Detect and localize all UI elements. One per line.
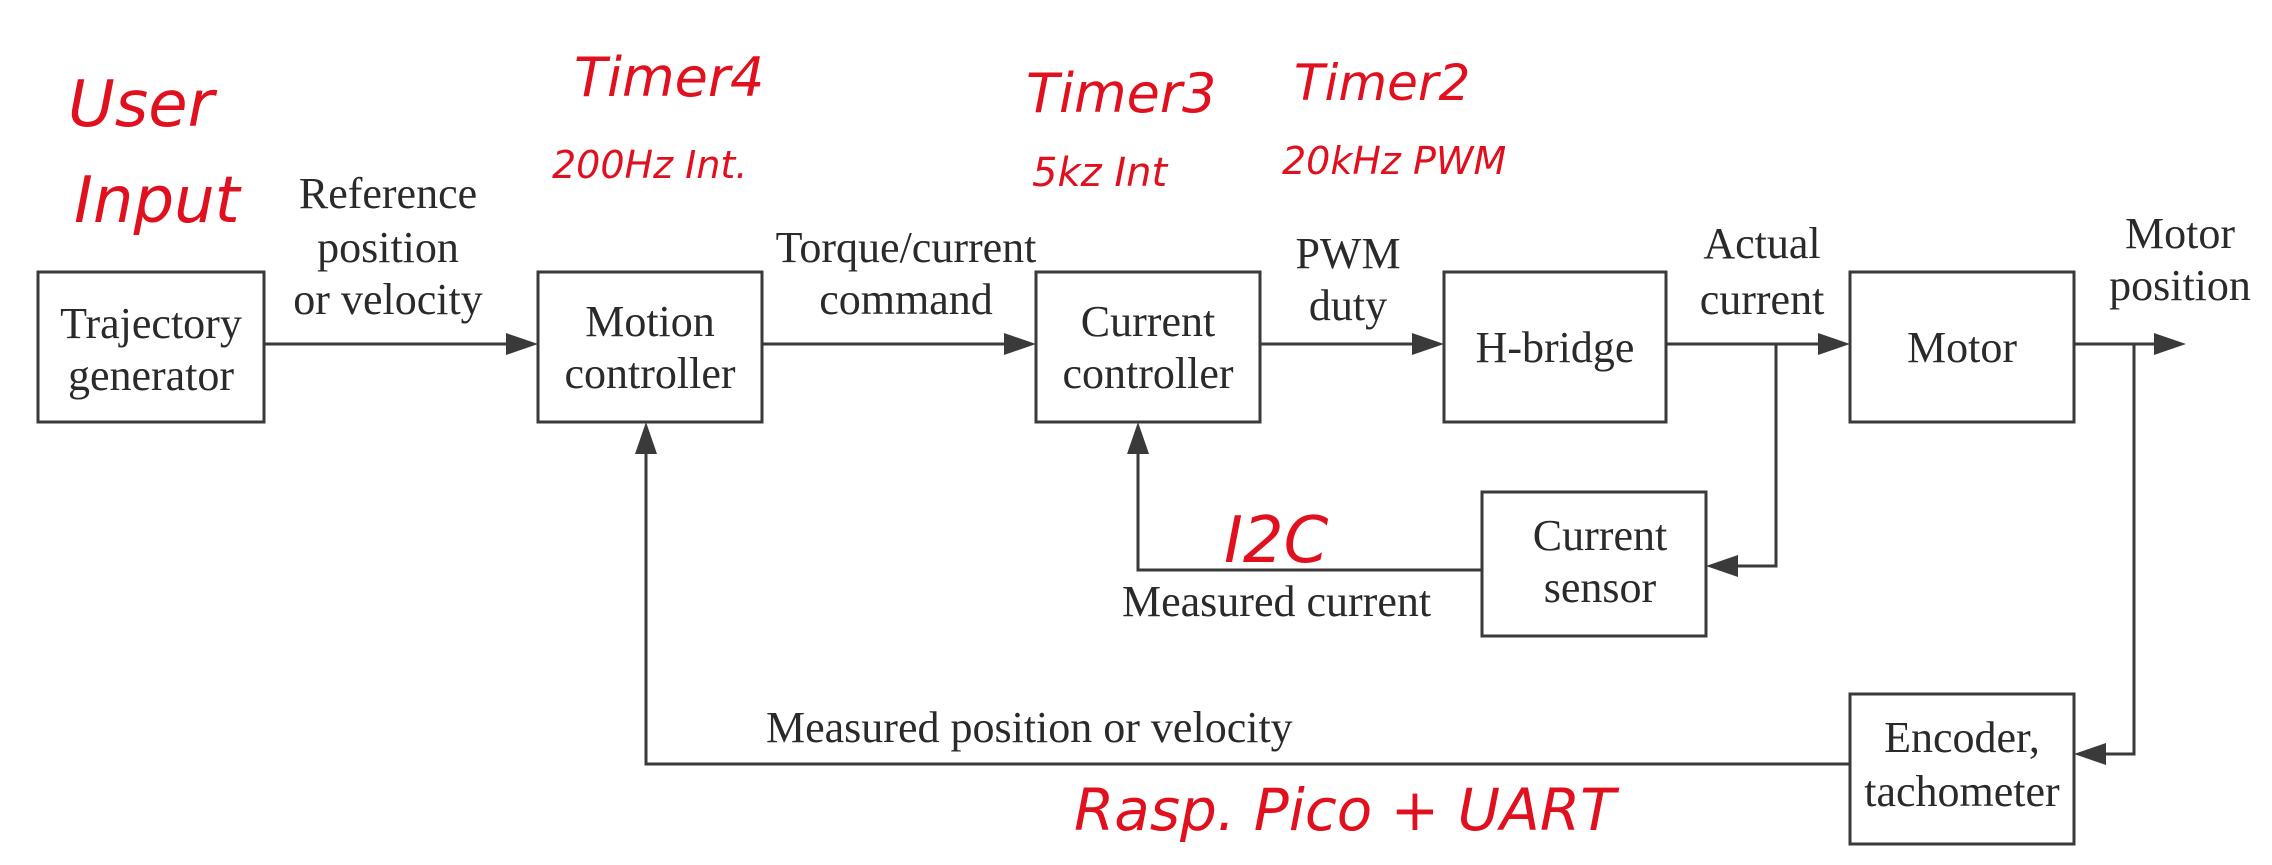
annotation-timer4: Timer4 200Hz Int.	[552, 46, 764, 187]
block-label: Motion	[585, 297, 715, 346]
wire-reference	[264, 333, 538, 355]
annotation-timer2: Timer2 20kHz PWM	[1282, 54, 1506, 183]
signal-measured-position-label: Measured position or velocity	[766, 703, 1293, 752]
svg-text:20kHz PWM: 20kHz PWM	[1282, 139, 1506, 183]
block-label: sensor	[1544, 563, 1657, 612]
wire-actual-current	[1666, 333, 1850, 355]
svg-text:Input: Input	[74, 164, 243, 238]
svg-text:PWM: PWM	[1295, 229, 1400, 278]
annotation-i2c: I2C	[1224, 504, 1329, 578]
block-label: Motor	[1907, 323, 2017, 372]
signal-pwm-label: PWM duty	[1295, 229, 1400, 330]
annotation-user-input: User Input	[68, 68, 243, 238]
signal-motor-position-label: Motor position	[2109, 209, 2251, 310]
svg-text:5kz Int: 5kz Int	[1032, 150, 1168, 196]
wire-measured-current	[1127, 422, 1482, 572]
block-label: tachometer	[1864, 767, 2060, 816]
signal-torque-label: Torque/current command	[776, 223, 1037, 324]
annotation-timer3: Timer3 5kz Int	[1026, 62, 1216, 196]
svg-text:current: current	[1700, 275, 1825, 324]
wire-measured-position	[635, 422, 1850, 766]
block-current-controller: Current controller	[1034, 270, 1262, 424]
svg-text:or velocity: or velocity	[293, 275, 482, 324]
svg-text:200Hz Int.: 200Hz Int.	[552, 143, 747, 187]
svg-text:Timer4: Timer4	[574, 46, 764, 109]
svg-text:position: position	[2109, 261, 2251, 310]
wire-position-tap	[2074, 344, 2136, 765]
svg-text:Reference: Reference	[299, 169, 477, 218]
block-label: controller	[564, 349, 735, 398]
svg-text:duty: duty	[1309, 281, 1387, 330]
block-label: H-bridge	[1476, 323, 1635, 372]
block-motor: Motor	[1848, 270, 2076, 424]
block-motion-controller: Motion controller	[536, 270, 764, 424]
svg-text:Actual: Actual	[1703, 219, 1820, 268]
svg-text:Timer2: Timer2	[1294, 54, 1470, 112]
wire-motor-position	[2074, 333, 2186, 355]
block-label: Encoder,	[1884, 713, 2040, 762]
signal-actual-current-label: Actual current	[1700, 219, 1825, 324]
wire-current-tap	[1706, 344, 1778, 577]
block-encoder: Encoder, tachometer	[1848, 692, 2076, 846]
svg-text:command: command	[819, 275, 993, 324]
svg-text:Timer3: Timer3	[1026, 62, 1216, 125]
signal-reference-label: Reference position or velocity	[293, 169, 482, 324]
svg-text:Motor: Motor	[2125, 209, 2235, 258]
block-label: Trajectory	[60, 299, 242, 348]
block-h-bridge: H-bridge	[1442, 270, 1668, 424]
block-label: Current	[1533, 511, 1667, 560]
annotation-rasp-pico: Rasp. Pico + UART	[1074, 776, 1620, 844]
svg-text:User: User	[68, 68, 218, 142]
block-label: Current	[1081, 297, 1215, 346]
svg-text:Torque/current: Torque/current	[776, 223, 1037, 272]
svg-text:position: position	[317, 223, 459, 272]
wire-torque-command	[762, 333, 1036, 355]
wire-pwm-duty	[1260, 333, 1444, 355]
signal-measured-current-label: Measured current	[1122, 577, 1431, 626]
block-current-sensor: Current sensor	[1480, 490, 1708, 638]
block-label: generator	[68, 351, 234, 400]
block-trajectory-generator: Trajectory generator	[36, 270, 266, 424]
block-label: controller	[1062, 349, 1233, 398]
